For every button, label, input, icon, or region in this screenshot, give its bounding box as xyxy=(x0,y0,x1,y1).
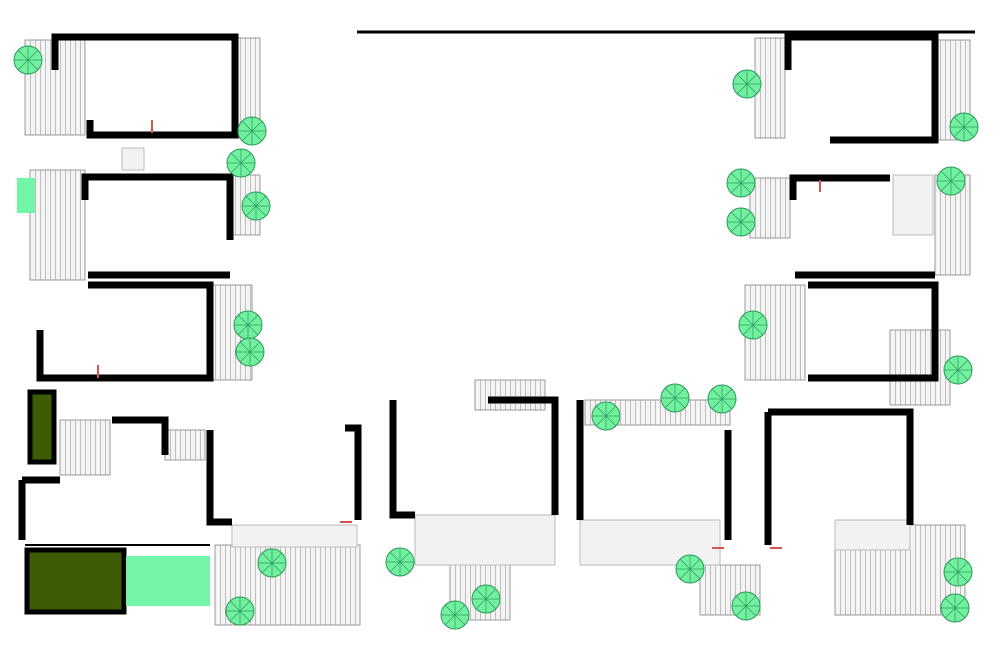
light-green-area xyxy=(17,178,35,213)
spiral-stair-icon xyxy=(440,600,470,630)
spiral-stair-icon xyxy=(233,310,263,340)
green-areas xyxy=(17,178,210,615)
spiral-stair-icon xyxy=(936,166,966,196)
spiral-stair-icon xyxy=(235,337,265,367)
dark-green-area xyxy=(24,547,127,615)
spiral-stair-icon xyxy=(731,591,761,621)
spiral-stair-icon xyxy=(738,310,768,340)
spiral-stair-icon xyxy=(726,168,756,198)
spiral-stair-icon xyxy=(237,116,267,146)
spiral-stair-icon xyxy=(241,191,271,221)
light-green-area xyxy=(126,556,210,606)
spiral-stair-icon xyxy=(940,593,970,623)
spiral-stair-icon xyxy=(707,384,737,414)
walls xyxy=(18,33,939,546)
spiral-stair-icon xyxy=(385,547,415,577)
dark-green-area xyxy=(27,389,57,465)
spiral-stair-icon xyxy=(591,401,621,431)
spiral-stair-icon xyxy=(726,207,756,237)
door-accents xyxy=(97,120,821,549)
spiral-stair-icon xyxy=(675,554,705,584)
spiral-stair-icon xyxy=(226,148,256,178)
spiral-stair-icon xyxy=(13,45,43,75)
spiral-stair-icon xyxy=(943,355,973,385)
spiral-stair-icon xyxy=(225,596,255,626)
spiral-staircases xyxy=(13,45,979,630)
spiral-stair-icon xyxy=(257,548,287,578)
spiral-stair-icon xyxy=(943,557,973,587)
spiral-stair-icon xyxy=(949,112,979,142)
spiral-stair-icon xyxy=(732,69,762,99)
spiral-stair-icon xyxy=(471,584,501,614)
spiral-stair-icon xyxy=(660,383,690,413)
